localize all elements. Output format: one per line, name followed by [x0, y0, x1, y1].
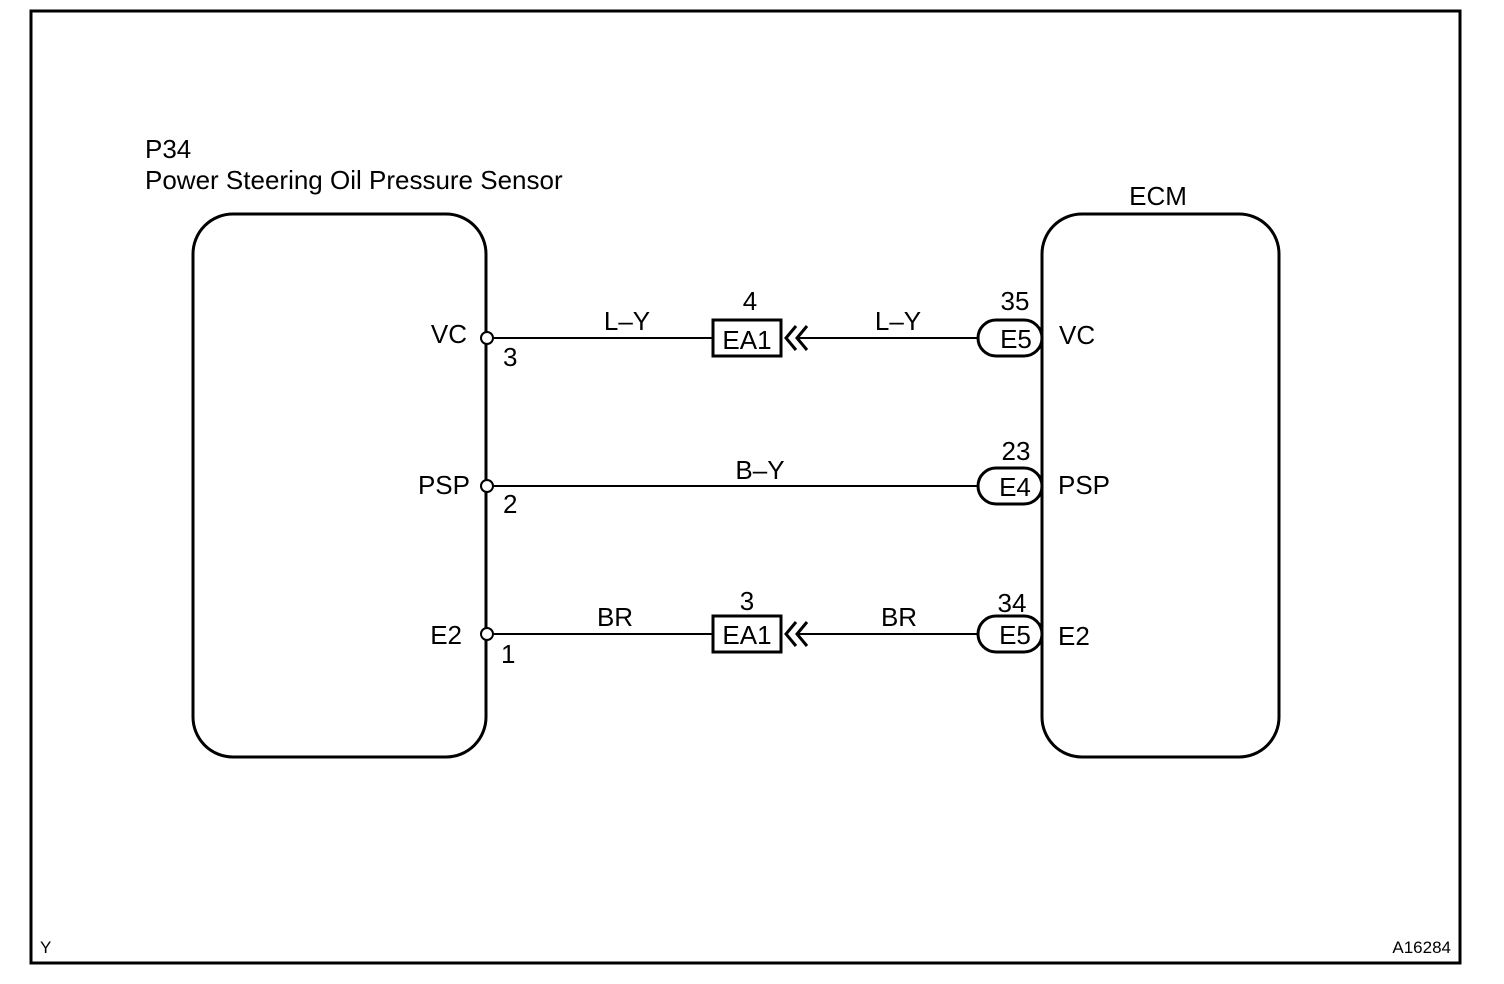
- ecm-pin-number: 35: [1001, 286, 1030, 316]
- sensor-pin-number: 2: [503, 489, 517, 519]
- sensor-code: P34: [145, 134, 191, 164]
- ecm-connector-pill: [976, 466, 1044, 506]
- ecm-pin-label: VC: [1059, 320, 1095, 350]
- junction-connector-name: EA1: [722, 620, 771, 650]
- ecm-connector-name: E5: [999, 620, 1031, 650]
- circuit-vc: VC 3 L–Y 4 EA1 L–Y 35 E5 VC: [431, 286, 1095, 372]
- junction-connector-name: EA1: [722, 325, 771, 355]
- ecm-connector-pill: [976, 614, 1044, 654]
- diagram-frame: [29, 9, 1462, 965]
- ecm-name: ECM: [1129, 181, 1187, 211]
- terminal-circle: [480, 479, 494, 493]
- ecm-pin-number: 34: [998, 588, 1027, 618]
- ecm-pin-label: PSP: [1058, 470, 1110, 500]
- junction-pin-number: 3: [740, 586, 754, 616]
- circuit-psp: PSP 2 B–Y 23 E4 PSP: [418, 436, 1110, 519]
- footer-left-mark: Y: [40, 938, 51, 957]
- ecm-connector-name: E4: [999, 472, 1031, 502]
- ecm-pin-number: 23: [1002, 436, 1031, 466]
- wire-color: B–Y: [735, 455, 784, 485]
- sensor-pin-label: VC: [431, 319, 467, 349]
- sensor-pin-label: E2: [430, 620, 462, 650]
- sensor-name: Power Steering Oil Pressure Sensor: [145, 165, 563, 195]
- ecm-pin-label: E2: [1058, 621, 1090, 651]
- sensor-pin-number: 3: [503, 342, 517, 372]
- ecm-connector-pill: [976, 318, 1044, 358]
- circuit-e2: E2 1 BR 3 EA1 BR 34 E5 E2: [430, 586, 1090, 669]
- sensor-pin-number: 1: [501, 639, 515, 669]
- wire-color-right: L–Y: [875, 306, 921, 336]
- junction-pin-number: 4: [743, 286, 757, 316]
- figure-id: A16284: [1392, 938, 1451, 957]
- wire-color-right: BR: [881, 602, 917, 632]
- terminal-circle: [480, 331, 494, 345]
- junction-connector-box: [711, 614, 783, 654]
- ecm-connector-name: E5: [1000, 324, 1032, 354]
- wire-color-left: BR: [597, 602, 633, 632]
- terminal-circle: [480, 627, 494, 641]
- wire-color-left: L–Y: [604, 306, 650, 336]
- sensor-pin-label: PSP: [418, 470, 470, 500]
- junction-connector-box: [711, 318, 783, 358]
